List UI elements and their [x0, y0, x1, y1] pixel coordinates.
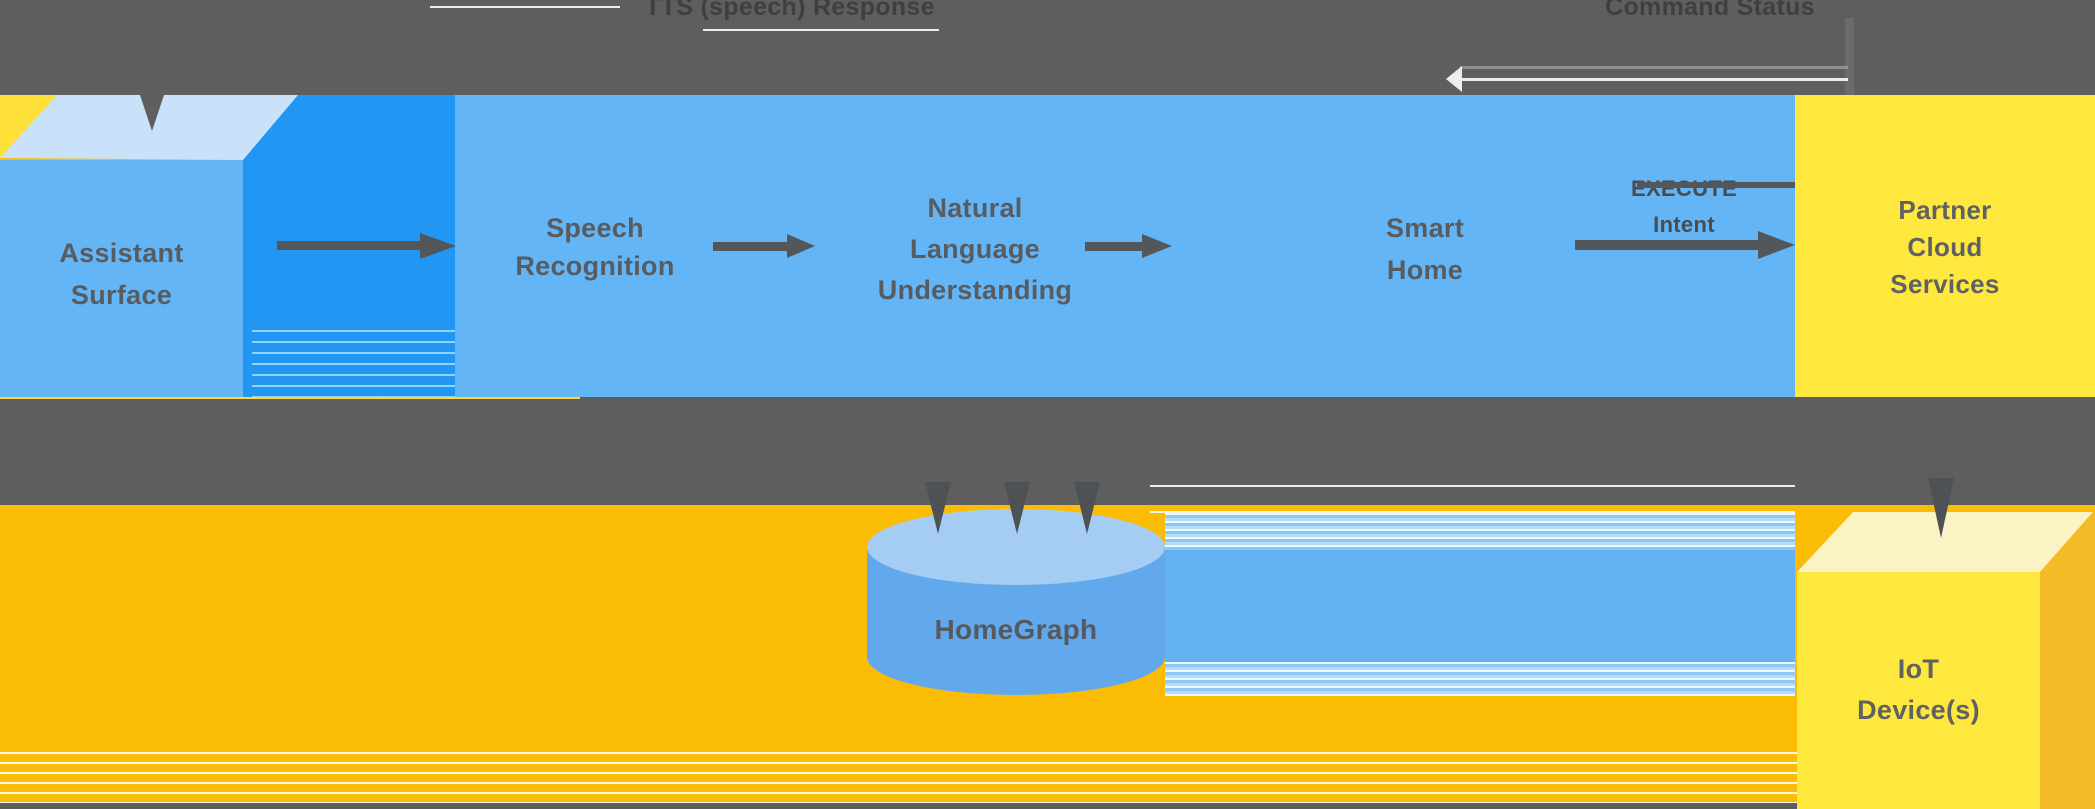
- arrow-assistant-to-speech-shaft: [277, 241, 420, 250]
- command-status-stem: [1845, 18, 1854, 95]
- amber-bottom-stripes: [0, 744, 1797, 804]
- homegraph-iot-band-bottom-stripes: [1165, 662, 1795, 696]
- arrow-into-homegraph-2-icon: [1004, 482, 1030, 534]
- iot-box-front-face: [1797, 572, 2040, 809]
- assistant-surface-label: Assistant Surface: [59, 238, 184, 310]
- assistant-box-side-stripes: [252, 330, 455, 397]
- tts-response-label: TTS (speech) Response: [645, 0, 935, 21]
- bottom-band: [0, 803, 2095, 809]
- arrow-nlu-to-smarthome-head-icon: [1142, 234, 1172, 258]
- arrow-into-homegraph-3-icon: [1074, 482, 1100, 534]
- pipeline-panel: [243, 95, 1795, 397]
- response-arrowhead-into-assistant-icon: [140, 95, 164, 131]
- arrow-smarthome-to-partner-upper-line: [1637, 182, 1795, 188]
- arrow-speech-to-nlu-shaft: [713, 242, 787, 251]
- middle-band: [0, 397, 2095, 505]
- status-arrowhead-left-icon: [1446, 66, 1462, 92]
- band-highlight-line-upper: [1150, 485, 1795, 487]
- status-arrow-line-upper: [1460, 66, 1848, 69]
- top-band: TTS (speech) Response Command Status: [0, 0, 2095, 95]
- execute-intent-label-line2: Intent: [1653, 212, 1715, 237]
- status-arrow-line-lower: [1462, 78, 1848, 81]
- response-underline: [703, 29, 939, 31]
- amber-peek-line: [0, 396, 580, 399]
- arrow-into-homegraph-1-icon: [925, 482, 951, 534]
- response-arrow-line: [430, 6, 620, 8]
- execute-intent-label-line1: EXECUTE: [1630, 176, 1737, 201]
- homegraph-label: HomeGraph: [934, 614, 1098, 645]
- arrow-into-iot-icon: [1928, 478, 1954, 538]
- speech-recognition-label: Speech Recognition: [515, 213, 675, 281]
- arrow-smarthome-to-partner-head-icon: [1758, 231, 1795, 259]
- partner-cloud-box: [1795, 95, 2095, 397]
- arrow-assistant-to-speech-head-icon: [420, 233, 456, 259]
- arrow-smarthome-to-partner-shaft: [1575, 240, 1758, 250]
- smart-home-label: Smart Home: [1385, 213, 1465, 285]
- nlu-label: Natural Language Understanding: [877, 193, 1073, 305]
- assistant-box-front-face: [0, 160, 243, 397]
- partner-cloud-label: Partner Cloud Services: [1890, 195, 2000, 299]
- iot-devices-label: IoT Device(s): [1857, 654, 1980, 725]
- command-status-label: Command Status: [1605, 0, 1815, 21]
- homegraph-iot-band-top-stripes: [1165, 513, 1795, 550]
- homegraph-iot-band: [1165, 550, 1795, 662]
- arrow-nlu-to-smarthome-shaft: [1085, 242, 1142, 251]
- arrow-speech-to-nlu-head-icon: [787, 234, 815, 258]
- band-highlight-line-lower: [1150, 511, 1795, 513]
